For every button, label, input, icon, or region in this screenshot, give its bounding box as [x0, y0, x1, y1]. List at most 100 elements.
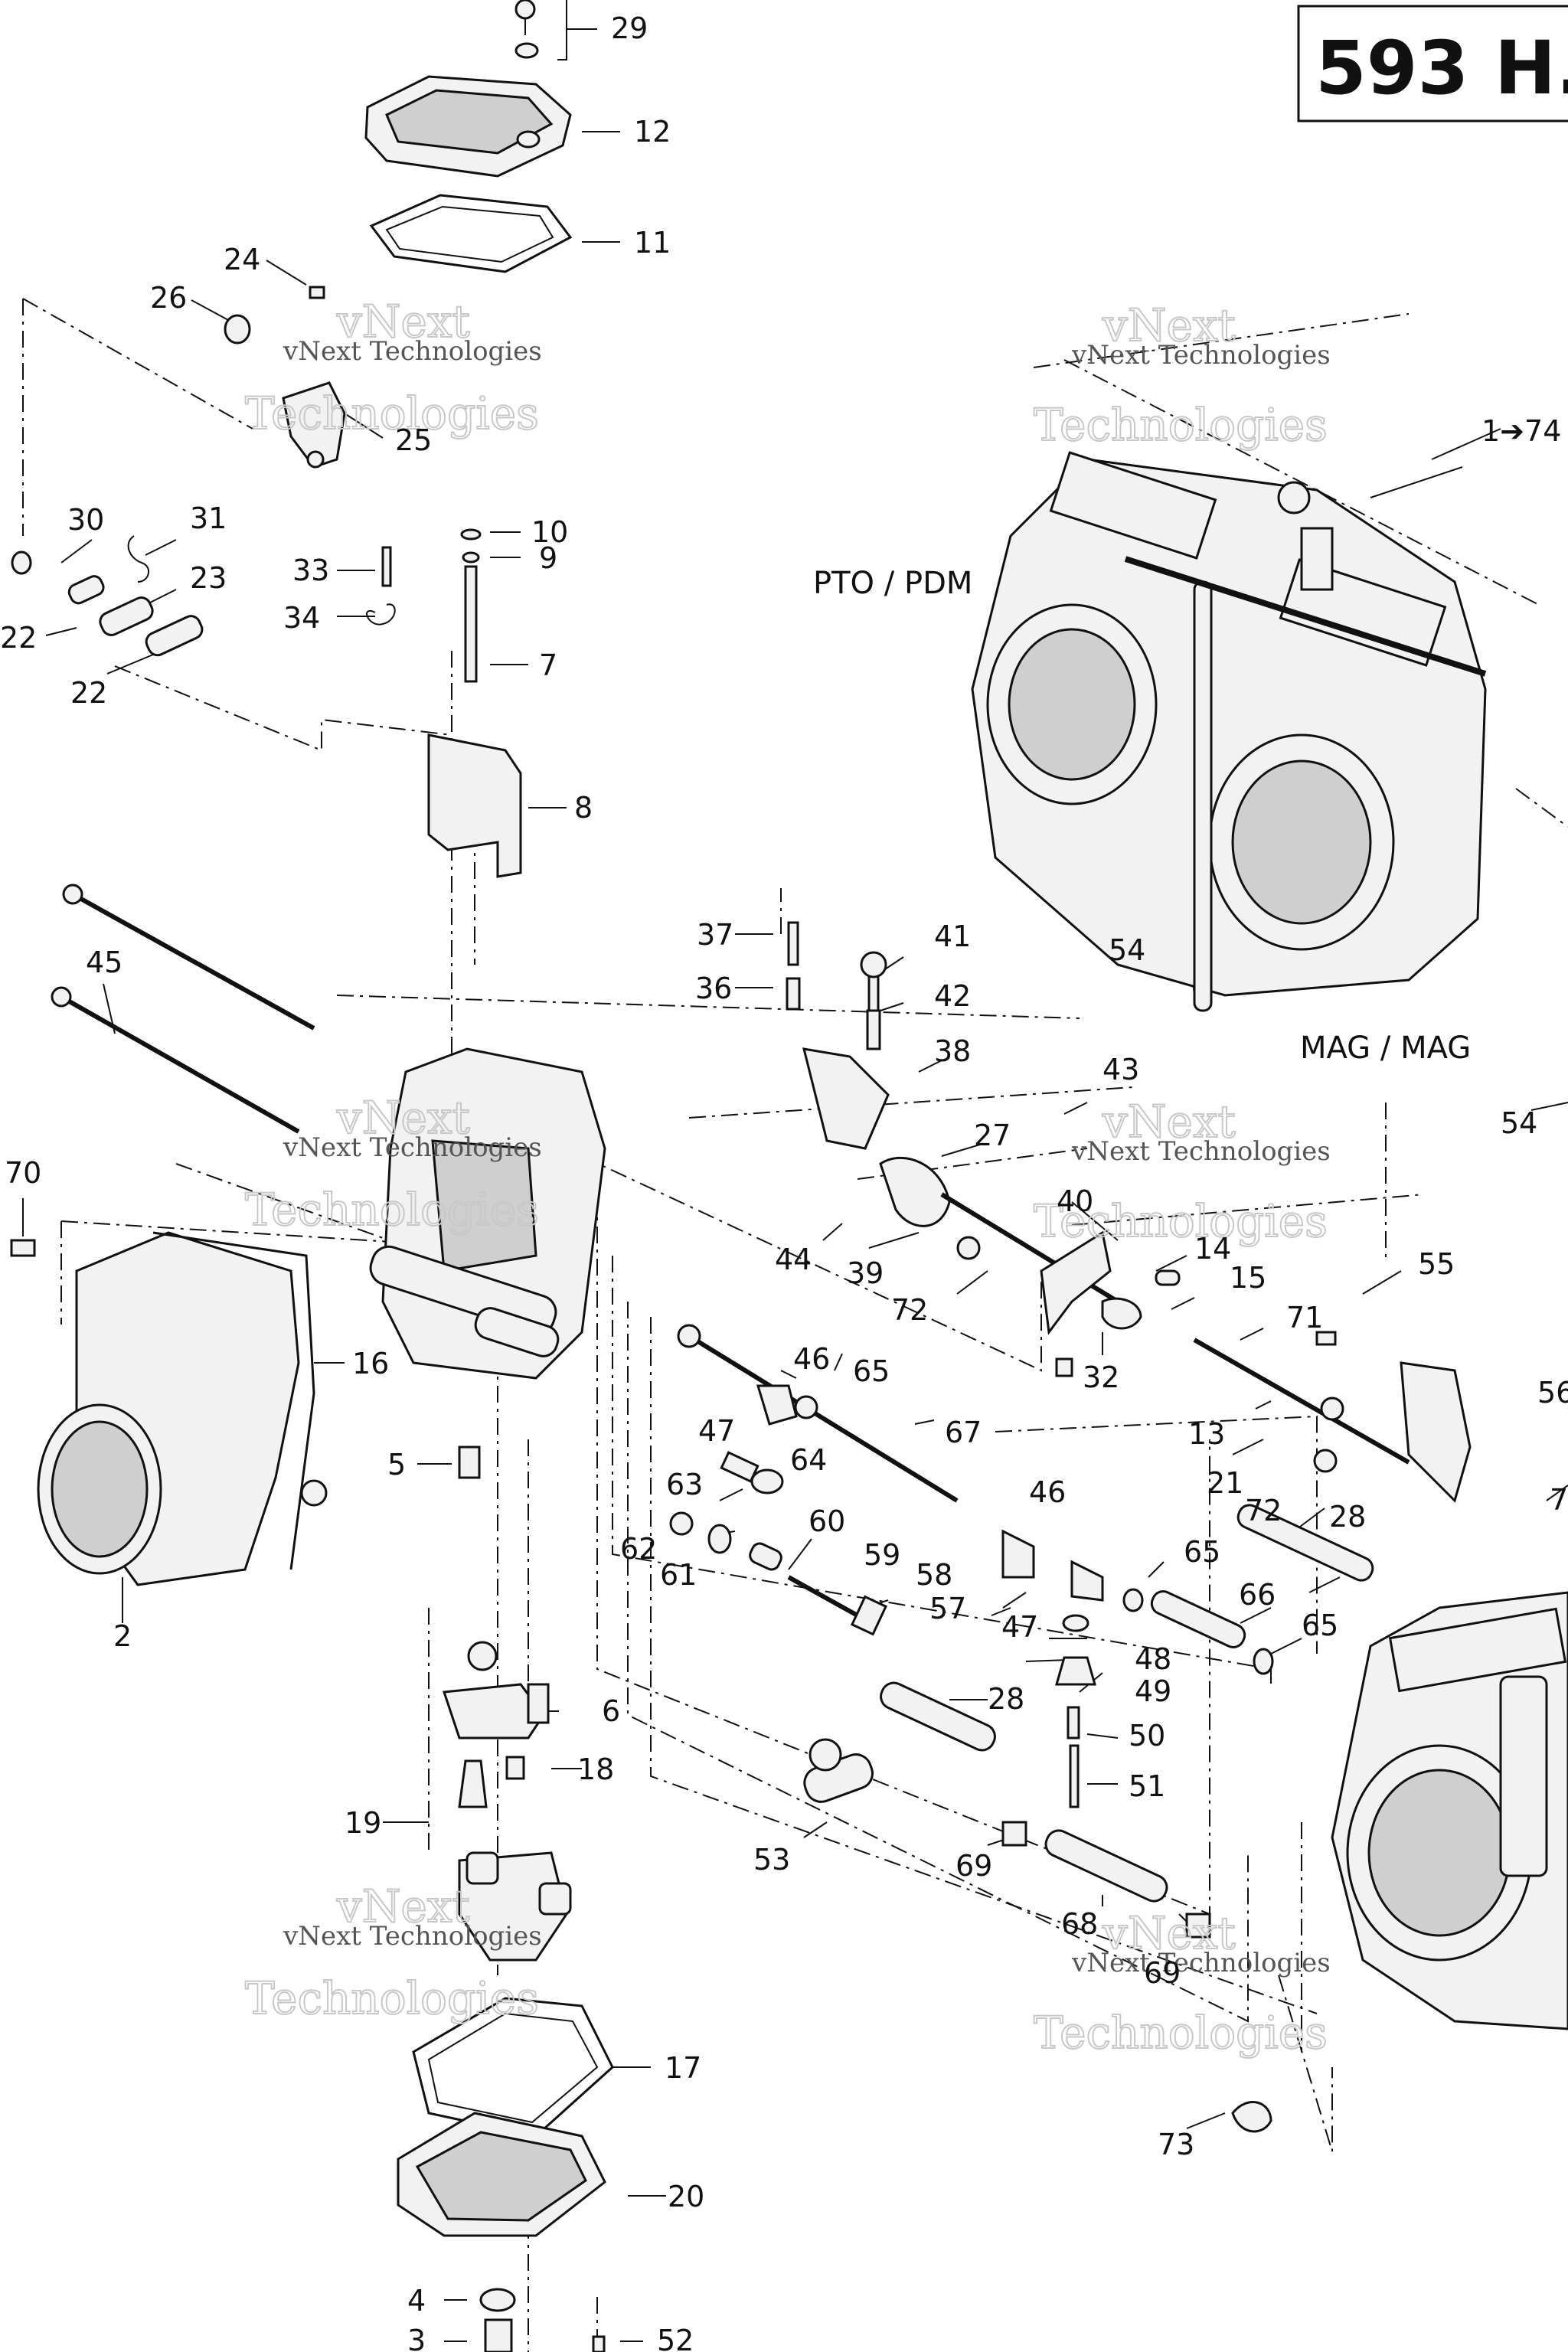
callout-3: 3 — [407, 2324, 426, 2352]
title-box: 593 H.O — [1297, 5, 1568, 122]
callout-7: 7 — [539, 648, 557, 682]
callout-2: 2 — [113, 1619, 132, 1653]
watermark-text: vNext Technologies — [283, 1921, 542, 1952]
callout-28: 28 — [988, 1682, 1024, 1716]
callout-58: 58 — [916, 1558, 952, 1592]
diagram-title: 593 H.O — [1315, 25, 1568, 111]
callout-46: 46 — [1029, 1475, 1066, 1509]
watermarks: vNext Technologies vNext Technologies vN… — [244, 295, 1331, 2060]
watermark-outline-bottom: Technologies — [1034, 399, 1328, 451]
leader-lines — [22, 0, 1568, 2342]
watermark-outline-bottom: Technologies — [245, 387, 539, 439]
callout-17: 17 — [665, 2051, 701, 2085]
callout-54: 54 — [1501, 1106, 1537, 1140]
callout-6: 6 — [602, 1694, 620, 1728]
callout-54: 54 — [1109, 933, 1145, 967]
section-labels: PTO / PDM MAG / MAG 1➔74 — [813, 414, 1561, 1066]
callout-56: 56 — [1537, 1376, 1568, 1410]
callout-50: 50 — [1129, 1719, 1165, 1753]
watermark-outline-top: vNext — [1102, 1907, 1236, 1959]
callout-25: 25 — [395, 423, 432, 457]
callout-14: 14 — [1194, 1232, 1231, 1266]
callout-27: 27 — [974, 1119, 1011, 1152]
float-bowl-components — [397, 1641, 614, 2352]
callout-15: 15 — [1230, 1261, 1266, 1295]
callout-37: 37 — [697, 918, 733, 952]
intake-adaptor — [10, 1231, 328, 1586]
callout-52: 52 — [657, 2324, 694, 2352]
callouts: 29 12 11 24 26 25 30 31 23 22 22 33 34 1… — [0, 11, 1568, 2352]
callout-20: 20 — [668, 2180, 704, 2213]
callout-22: 22 — [0, 621, 37, 655]
mag-label: MAG / MAG — [1300, 1031, 1471, 1066]
callout-67: 67 — [945, 1416, 982, 1449]
callout-5: 5 — [387, 1448, 406, 1481]
callout-57: 57 — [929, 1592, 966, 1625]
callout-60: 60 — [808, 1504, 845, 1538]
watermark-text: vNext Technologies — [1071, 340, 1331, 371]
callout-8: 8 — [574, 791, 593, 825]
callout-62: 62 — [620, 1532, 657, 1566]
watermark-text: vNext Technologies — [283, 1132, 542, 1163]
callout-44: 44 — [775, 1243, 812, 1276]
linkage-components — [786, 921, 1472, 1503]
callout-7: 7 — [1550, 1483, 1568, 1517]
watermark-outline-top: vNext — [1102, 1096, 1236, 1148]
callout-49: 49 — [1135, 1674, 1171, 1708]
watermark-outline-top: vNext — [336, 1880, 470, 1932]
assembly-lines — [22, 298, 1568, 2352]
callout-16: 16 — [352, 1347, 389, 1380]
watermark-text: vNext Technologies — [1071, 1948, 1331, 1978]
callout-21: 21 — [1207, 1466, 1243, 1500]
watermark-outline-bottom: Technologies — [1034, 1195, 1328, 1247]
callout-53: 53 — [753, 1843, 790, 1877]
callout-18: 18 — [577, 1753, 614, 1786]
callout-13: 13 — [1188, 1417, 1225, 1451]
assembly-range-label: 1➔74 — [1481, 414, 1561, 448]
watermark-text: vNext Technologies — [1071, 1136, 1331, 1167]
callout-69: 69 — [1144, 1956, 1181, 1990]
callout-63: 63 — [666, 1468, 703, 1501]
callout-30: 30 — [67, 503, 104, 537]
callout-64: 64 — [790, 1443, 827, 1477]
callout-65: 65 — [853, 1354, 890, 1388]
callout-45: 45 — [86, 946, 122, 979]
callout-32: 32 — [1083, 1361, 1119, 1394]
callout-29: 29 — [611, 11, 648, 45]
watermark-text: vNext Technologies — [283, 336, 542, 367]
callout-66: 66 — [1239, 1578, 1276, 1612]
callout-38: 38 — [934, 1034, 971, 1068]
callout-71: 71 — [1286, 1301, 1323, 1334]
callout-40: 40 — [1057, 1184, 1093, 1218]
assembled-carburetor-pair — [971, 451, 1487, 1012]
watermark-outline-bottom: Technologies — [1034, 2007, 1328, 2059]
callout-48: 48 — [1135, 1642, 1171, 1676]
watermark-outline-top: vNext — [1102, 299, 1236, 351]
callout-59: 59 — [864, 1538, 900, 1572]
callout-65: 65 — [1302, 1609, 1338, 1642]
callout-51: 51 — [1129, 1769, 1165, 1803]
callout-47: 47 — [698, 1414, 735, 1448]
shaft-components — [669, 1324, 1374, 2133]
callout-36: 36 — [695, 972, 732, 1005]
callout-68: 68 — [1061, 1907, 1098, 1941]
callout-4: 4 — [407, 2284, 426, 2318]
callout-70: 70 — [5, 1156, 41, 1190]
watermark-outline-bottom: Technologies — [245, 1184, 539, 1236]
carburetor-body — [51, 884, 606, 1479]
pto-label: PTO / PDM — [813, 566, 972, 601]
callout-12: 12 — [634, 115, 671, 149]
callout-42: 42 — [934, 979, 971, 1013]
callout-55: 55 — [1418, 1247, 1455, 1281]
watermark-outline-top: vNext — [336, 1092, 470, 1144]
callout-22: 22 — [70, 676, 107, 710]
callout-10: 10 — [531, 515, 568, 549]
callout-43: 43 — [1102, 1053, 1139, 1086]
callout-46: 46 — [793, 1342, 830, 1376]
callout-73: 73 — [1158, 2128, 1194, 2161]
callout-19: 19 — [345, 1806, 381, 1840]
callout-11: 11 — [634, 226, 671, 260]
second-carburetor-partial — [1331, 1591, 1568, 2030]
callout-33: 33 — [292, 554, 329, 587]
